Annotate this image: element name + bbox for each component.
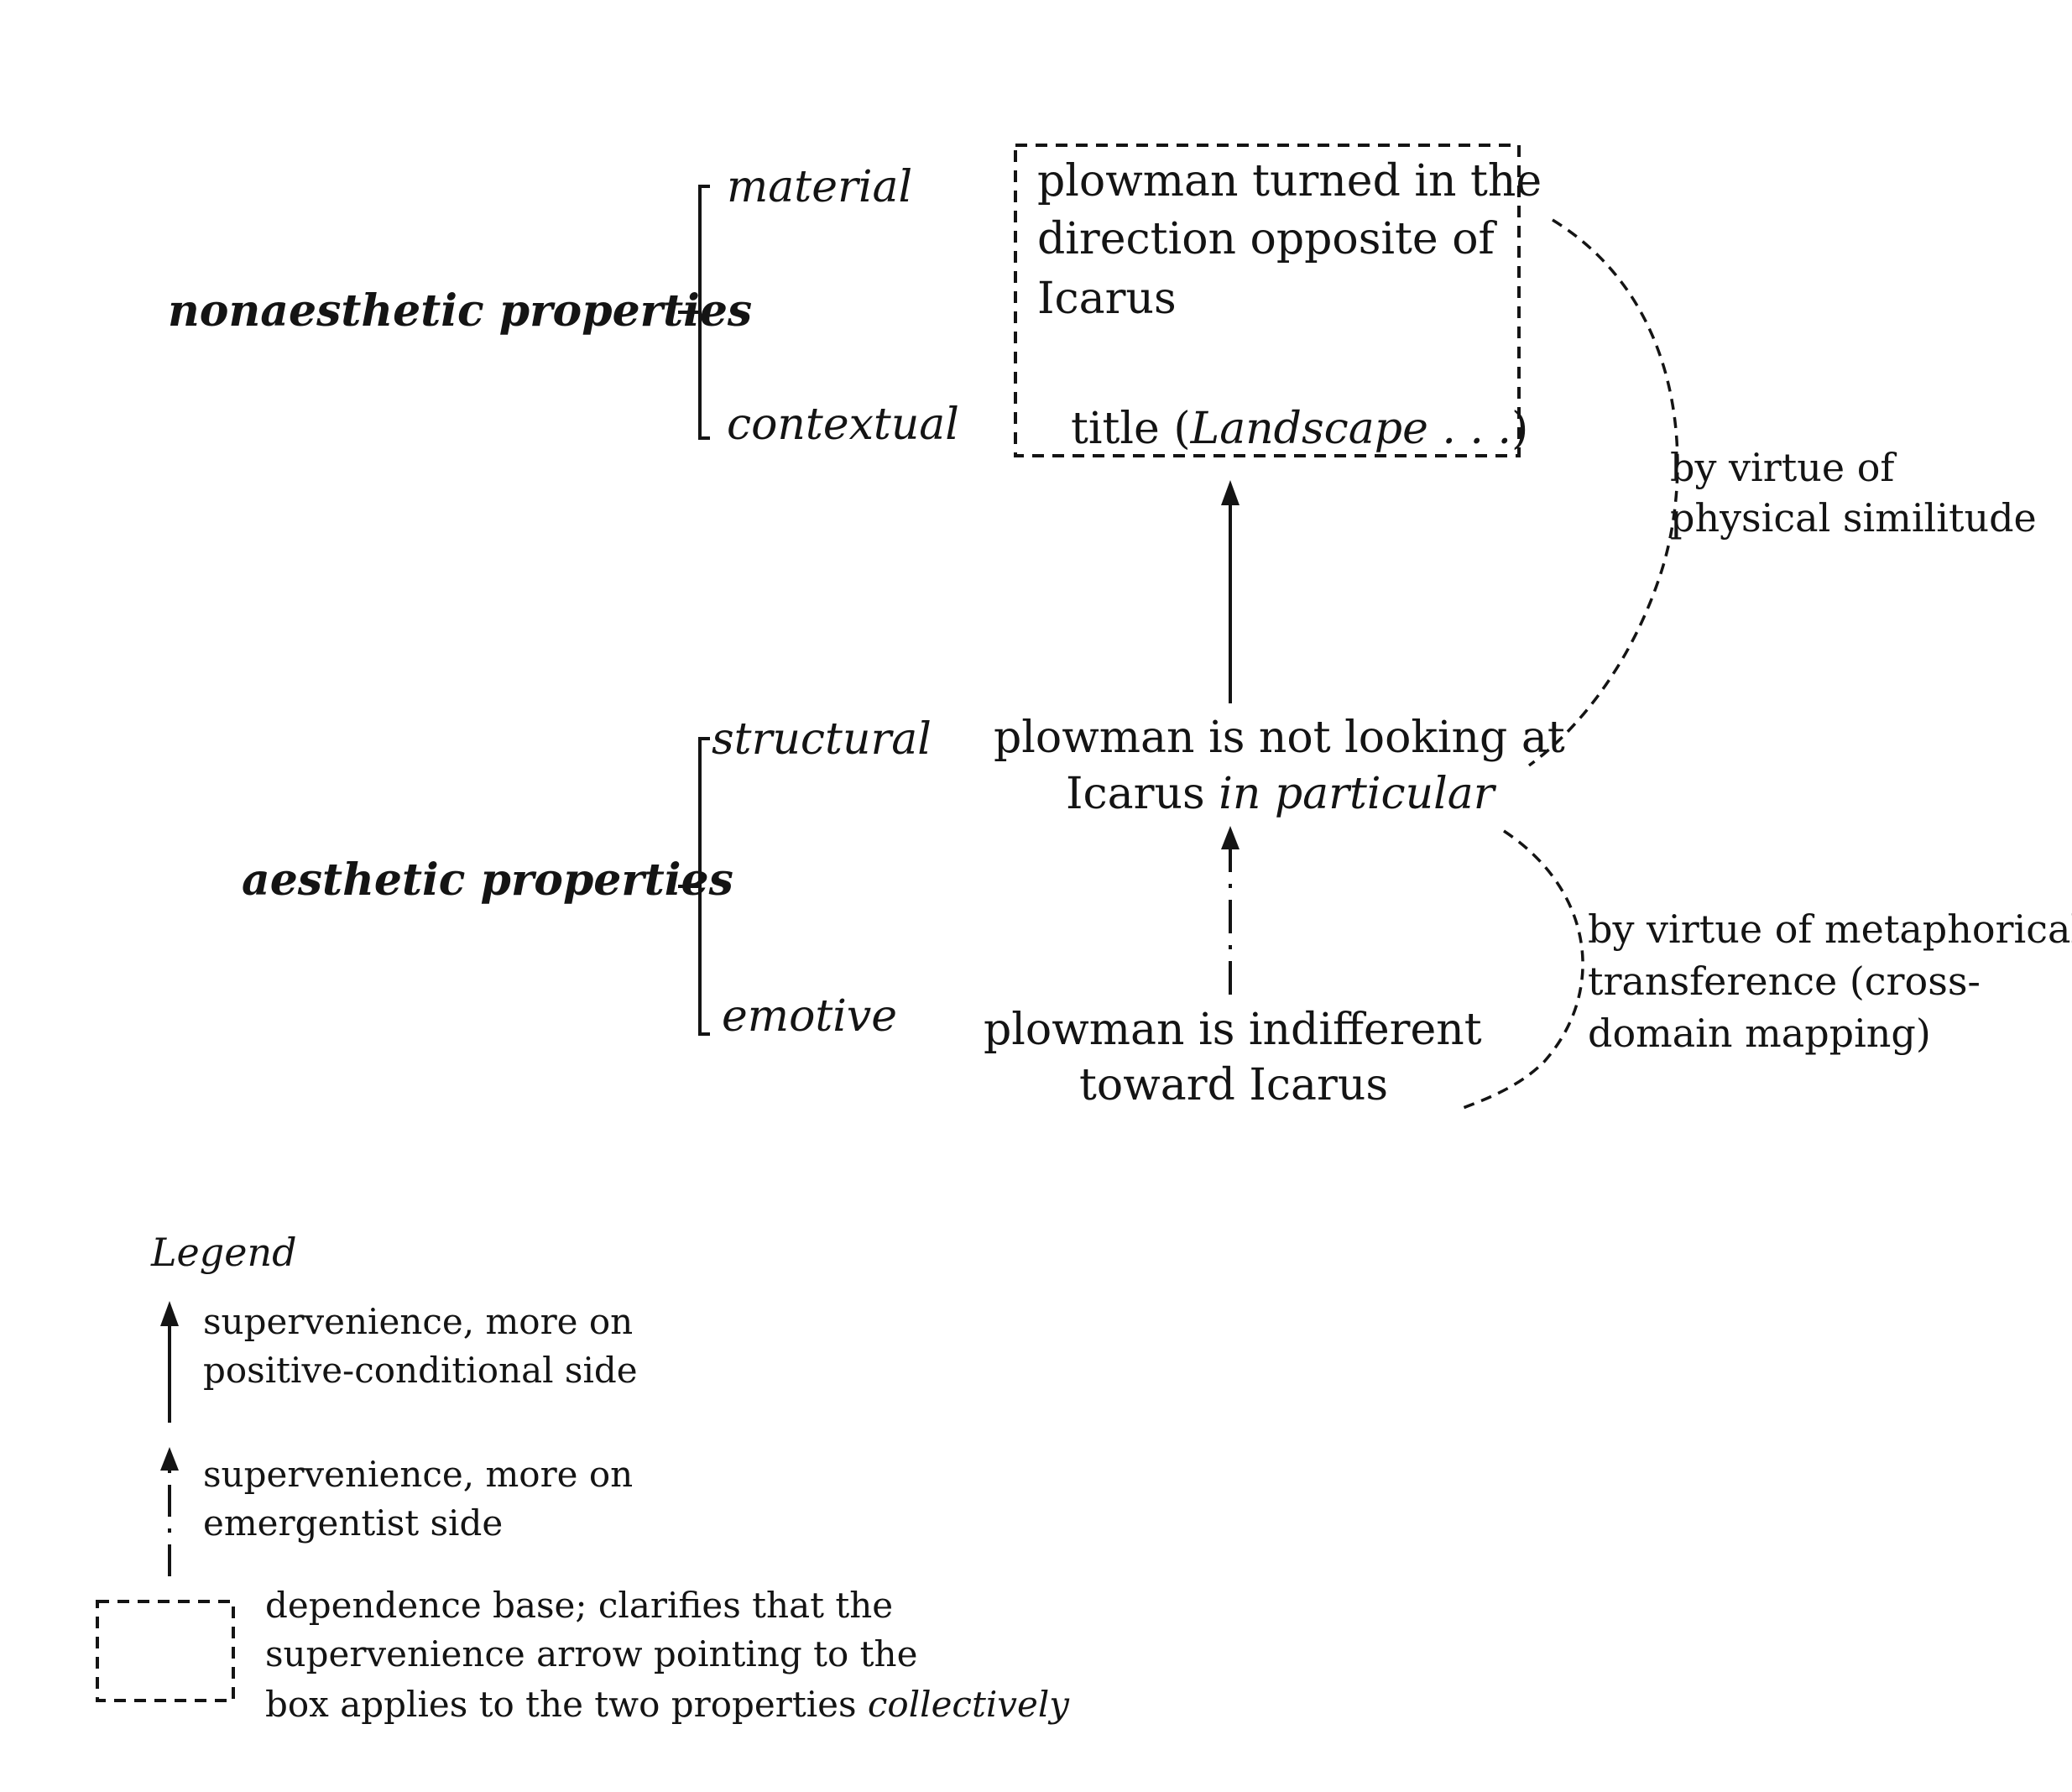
solid-arrowhead <box>1221 480 1240 505</box>
legend-dashdot-arrowhead <box>160 1447 179 1471</box>
legend-box-line2: supervenience arrow pointing to the <box>265 1633 918 1674</box>
box-title-prefix: title ( <box>1071 404 1191 454</box>
legend-box-line3-prefix: box applies to the two properties <box>265 1684 868 1725</box>
metaphorical-line2: transference (cross- <box>1588 959 1981 1004</box>
metaphorical-line3: domain mapping) <box>1588 1011 1931 1056</box>
emotive-property-line2: toward Icarus <box>1079 1060 1389 1110</box>
dependence-base-box <box>1014 144 1521 457</box>
nonaesthetic-heading: nonaesthetic properties <box>168 285 753 337</box>
structural-property-line1: plowman is not looking at <box>994 713 1565 763</box>
legend-solid-line2: positive-conditional side <box>203 1350 638 1391</box>
structural-line2-italic: in particular <box>1219 769 1495 819</box>
physical-similitude-line1: by virtue of <box>1670 445 1895 490</box>
nonaesthetic-bracket <box>678 185 710 440</box>
legend-box-line3-italic: collectively <box>867 1684 1070 1725</box>
structural-label: structural <box>712 714 932 765</box>
legend-dashdot-line2: emergentist side <box>203 1502 504 1544</box>
legend-dashdot-line1: supervenience, more on <box>203 1454 634 1495</box>
structural-line2-prefix: Icarus <box>1066 769 1219 819</box>
metaphorical-line1: by virtue of metaphorical <box>1588 906 2072 952</box>
legend-box-line3: box applies to the two properties collec… <box>265 1684 1069 1726</box>
box-title-suffix: ) <box>1511 404 1529 454</box>
legend-title: Legend <box>151 1230 297 1275</box>
aesthetic-heading: aesthetic properties <box>242 854 733 906</box>
physical-similitude-line2: physical similitude <box>1670 495 2037 541</box>
material-label: material <box>727 162 913 212</box>
emotive-property-line1: plowman is indifferent <box>984 1005 1482 1055</box>
physical-similitude-arc <box>1527 218 1679 767</box>
box-text-line3: Icarus <box>1037 274 1177 324</box>
dashdot-arrowhead <box>1221 826 1240 849</box>
emotive-label: emotive <box>722 991 898 1042</box>
aesthetic-bracket <box>678 737 710 1036</box>
legend-solid-line1: supervenience, more on <box>203 1301 634 1342</box>
box-text-line1: plowman turned in the <box>1037 156 1542 206</box>
box-title-line: title (Landscape . . .) <box>1071 403 1528 455</box>
box-text-line2: direction opposite of <box>1037 214 1495 264</box>
metaphorical-transference-arc <box>1458 829 1584 1111</box>
contextual-label: contextual <box>727 400 959 450</box>
legend-solid-arrowhead <box>160 1301 179 1326</box>
box-title-italic: Landscape . . . <box>1190 404 1512 454</box>
legend-dashed-box <box>96 1600 235 1702</box>
legend-box-line1: dependence base; clarifies that the <box>265 1585 894 1626</box>
structural-property-line2: Icarus in particular <box>1066 768 1495 820</box>
